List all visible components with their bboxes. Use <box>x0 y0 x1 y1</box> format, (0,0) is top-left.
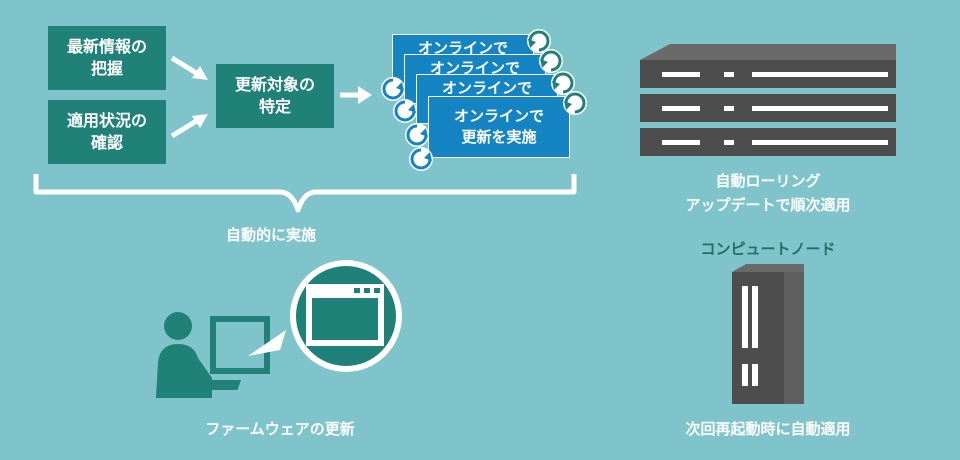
card-front-line1: オンラインで <box>453 107 544 125</box>
bracket-caption: 自動的に実施 <box>225 226 316 244</box>
user-at-computer-icon <box>156 312 270 398</box>
update-card-front: オンラインで更新を実施 <box>428 96 570 158</box>
firmware-caption: ファームウェアの更新 <box>205 420 355 438</box>
refresh-icon <box>527 29 551 53</box>
refresh-icon <box>563 91 587 115</box>
status-check-line2: 確認 <box>90 133 123 152</box>
arrow-right-icon <box>340 86 372 104</box>
card1-text: オンラインで <box>417 39 508 57</box>
bracket-icon <box>33 174 577 213</box>
refresh-icon <box>409 147 433 171</box>
card2-text: オンラインで <box>429 59 520 77</box>
status-check-box: 適用状況の 確認 <box>48 100 166 164</box>
arrow-down-right-icon <box>170 55 208 80</box>
rack-caption-line2: アップデートで順次適用 <box>685 196 851 214</box>
card-front-line2: 更新を実施 <box>461 128 537 146</box>
refresh-icon <box>405 123 429 147</box>
node-caption: 次回再起動時に自動適用 <box>685 420 851 438</box>
tower-server-icon <box>732 264 804 404</box>
status-check-line1: 適用状況の <box>66 111 147 130</box>
latest-info-line1: 最新情報の <box>66 37 147 56</box>
speech-bubble-icon <box>248 260 402 372</box>
latest-info-line2: 把握 <box>90 59 123 78</box>
latest-info-box: 最新情報の 把握 <box>48 26 166 90</box>
refresh-icon <box>381 77 405 101</box>
identify-target-box: 更新対象の 特定 <box>216 64 334 128</box>
identify-target-line1: 更新対象の <box>234 75 315 94</box>
refresh-icon <box>393 99 417 123</box>
rack-caption-line1: 自動ローリング <box>715 172 821 190</box>
arrow-up-right-icon <box>170 114 208 139</box>
node-heading: コンピュートノード <box>700 240 836 258</box>
card3-text: オンラインで <box>441 79 532 97</box>
identify-target-line2: 特定 <box>258 97 291 116</box>
refresh-icon <box>551 71 575 95</box>
rack-servers-icon <box>640 44 896 156</box>
refresh-icon <box>539 49 563 73</box>
